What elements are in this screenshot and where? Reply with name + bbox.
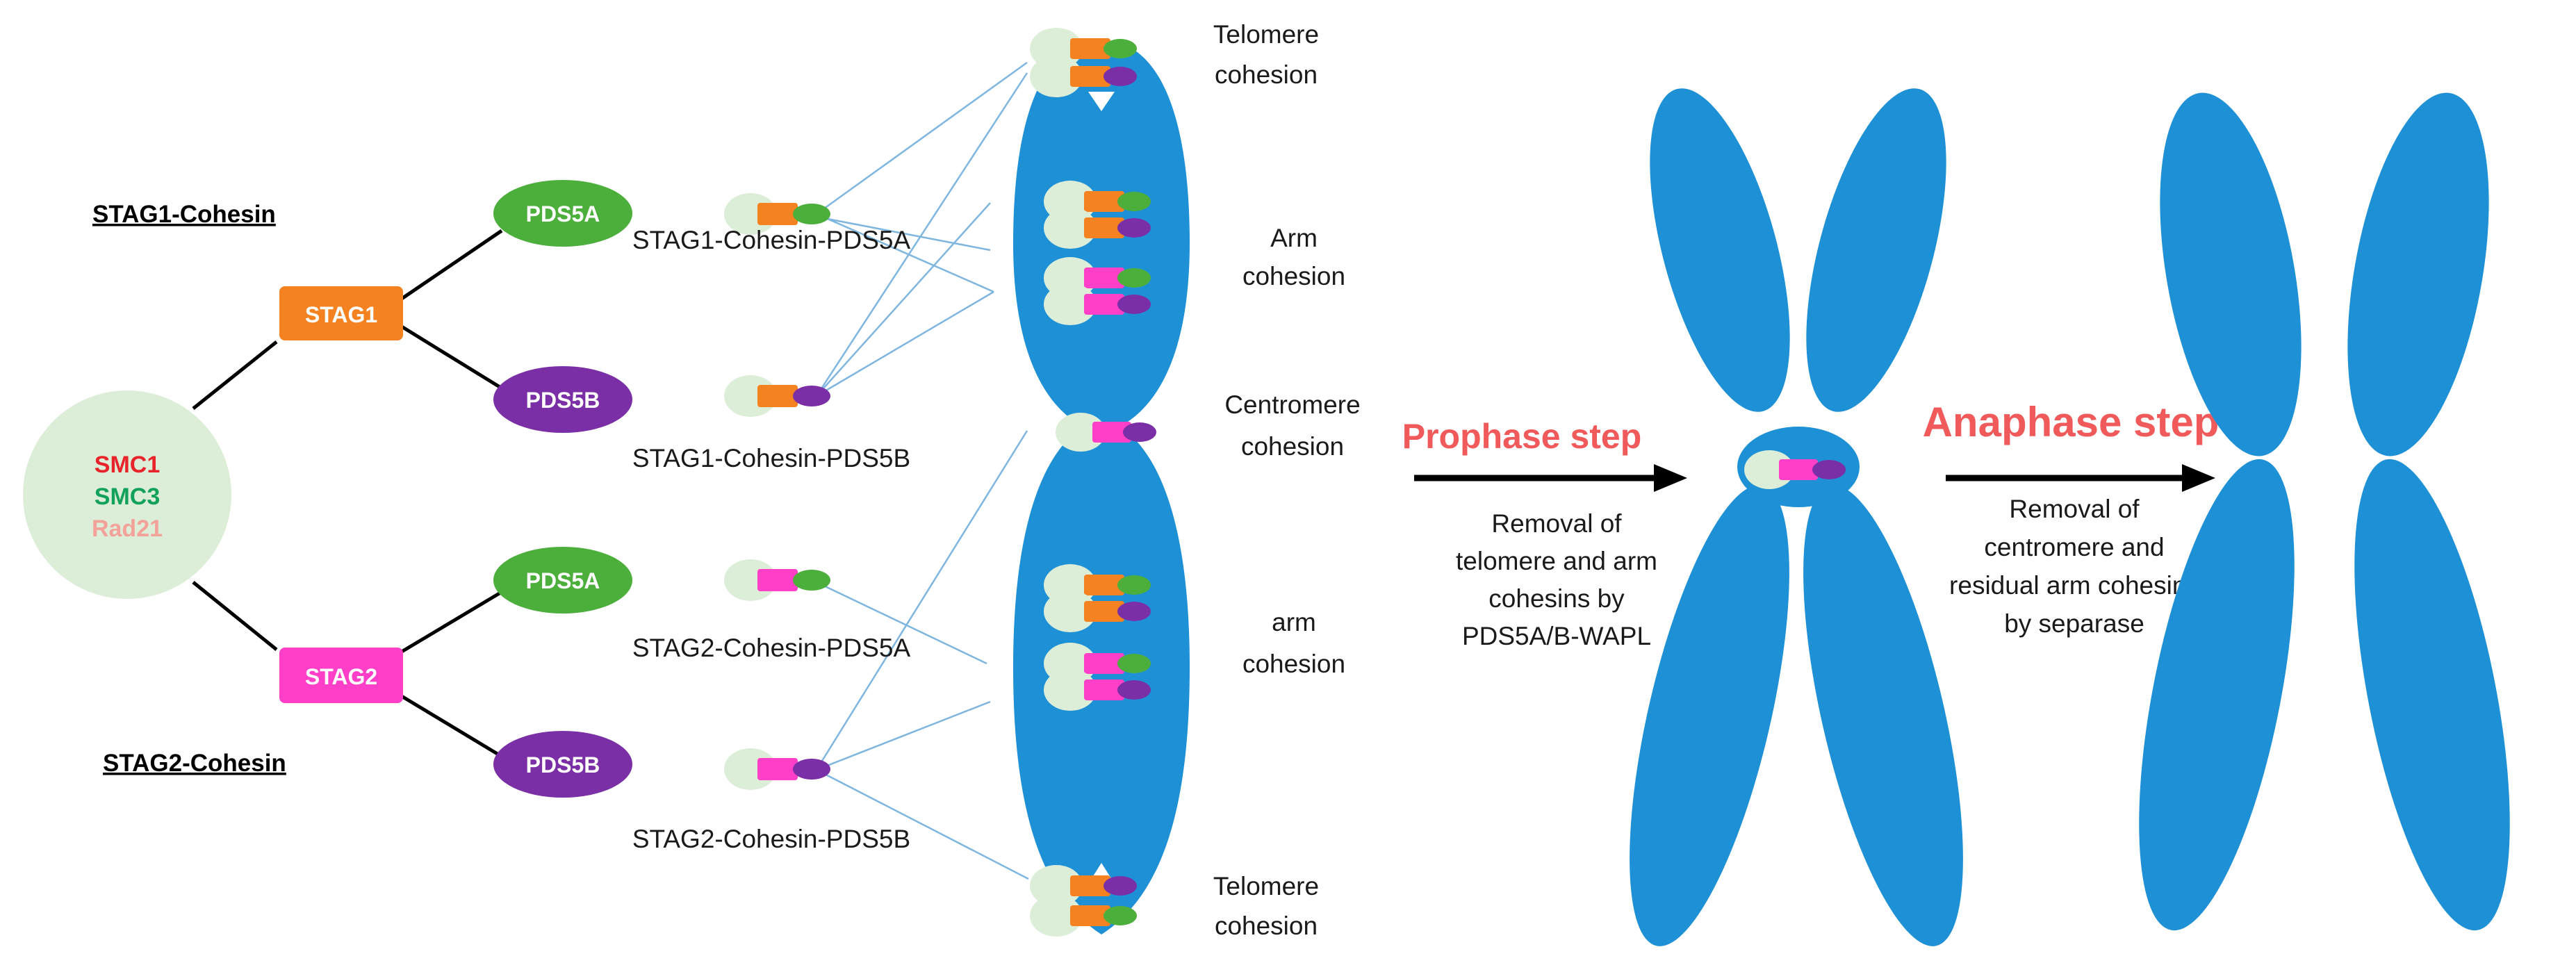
cohesin-core: SMC1 SMC3 Rad21	[23, 390, 231, 599]
chromosome-x-prophase	[1630, 88, 1963, 946]
smc3-label: SMC3	[95, 484, 160, 510]
label-stag1-cohesin-pds5b: STAG1-Cohesin-PDS5B	[632, 444, 910, 472]
anaphase-desc-2: centromere and	[1984, 533, 2164, 561]
label-arm-bottom-2: cohesion	[1242, 650, 1345, 678]
chromosome-lower-lobe	[1013, 417, 1190, 934]
pds5a-ellipse	[493, 547, 632, 613]
cohesin-centromere	[1056, 413, 1156, 452]
right-chromatid-lower	[2354, 459, 2510, 931]
prophase-desc-2: telomere and arm	[1456, 547, 1657, 575]
chromatid-upper-left	[1650, 88, 1790, 412]
label-arm-top-2: cohesion	[1242, 262, 1345, 290]
pds5b-ellipse	[493, 731, 632, 798]
label-centromere-1: Centromere	[1224, 390, 1360, 419]
label-stag1-cohesin-pds5a: STAG1-Cohesin-PDS5A	[632, 226, 911, 254]
anaphase-step: Anaphase step Removal of centromere and …	[1923, 399, 2220, 638]
complex-icon-stag2-pds5b	[724, 748, 830, 790]
prophase-desc-1: Removal of	[1491, 509, 1622, 538]
prophase-title: Prophase step	[1402, 417, 1642, 456]
prophase-desc-4: PDS5A/B-WAPL	[1462, 622, 1651, 650]
label-telomere-top-2: cohesion	[1215, 60, 1318, 89]
smc-core-circle	[23, 390, 231, 599]
cohesin-arm-top-stag1	[1044, 181, 1151, 249]
stag1-box	[279, 286, 403, 340]
pds5b-ellipse	[493, 366, 632, 433]
cohesin-arm-bottom-stag1	[1044, 564, 1151, 632]
hierarchy-connectors	[192, 229, 504, 759]
pds5b-label: PDS5B	[526, 388, 600, 413]
stag2-node: STAG2	[279, 648, 403, 703]
stag1-label: STAG1	[305, 302, 377, 327]
cohesin-arm-top-stag2	[1044, 257, 1151, 325]
label-arm-bottom-1: arm	[1272, 608, 1316, 636]
label-telomere-bottom-1: Telomere	[1213, 872, 1319, 900]
stag2-cohesin-heading: STAG2-Cohesin	[103, 750, 286, 777]
anaphase-title: Anaphase step	[1923, 399, 2220, 445]
left-chromatid-upper	[2160, 92, 2302, 456]
anaphase-desc-1: Removal of	[2009, 495, 2140, 523]
cohesin-arm-bottom-stag2	[1044, 643, 1151, 711]
label-stag2-cohesin-pds5a: STAG2-Cohesin-PDS5A	[632, 634, 911, 662]
label-centromere-2: cohesion	[1241, 432, 1344, 461]
pds5b-node-bottom: PDS5B	[493, 731, 632, 798]
stag1-cohesin-heading: STAG1-Cohesin	[92, 201, 276, 228]
cohesed-chromosome	[1013, 40, 1190, 934]
chromatid-upper-right	[1806, 88, 1946, 412]
prophase-step: Prophase step Removal of telomere and ar…	[1402, 417, 1687, 650]
cohesin-telomere-bottom	[1030, 865, 1137, 937]
rad21-label: Rad21	[92, 516, 163, 542]
complex-icon-stag2-pds5a	[724, 559, 830, 601]
pds5b-label: PDS5B	[526, 752, 600, 777]
smc1-label: SMC1	[95, 452, 160, 478]
pds5a-label: PDS5A	[526, 568, 600, 593]
left-chromatid-lower	[2139, 459, 2295, 931]
label-telomere-bottom-2: cohesion	[1215, 912, 1318, 940]
cohesin-telomere-top	[1030, 28, 1137, 97]
stag2-box	[279, 648, 403, 703]
anaphase-desc-3: residual arm cohesins	[1949, 571, 2199, 600]
anaphase-desc-4: by separase	[2004, 609, 2144, 638]
anaphase-arrow-head	[2182, 464, 2215, 492]
pds5b-node-top: PDS5B	[493, 366, 632, 433]
complex-icon-stag1-pds5a	[724, 193, 830, 235]
complex-connectors	[815, 61, 1029, 880]
stag2-label: STAG2	[305, 664, 377, 689]
pds5a-node-top: PDS5A	[493, 180, 632, 247]
label-stag2-cohesin-pds5b: STAG2-Cohesin-PDS5B	[632, 825, 910, 853]
stag1-node: STAG1	[279, 286, 403, 340]
right-chromatid-upper	[2347, 92, 2489, 456]
prophase-desc-3: cohesins by	[1488, 584, 1625, 613]
pds5a-label: PDS5A	[526, 201, 600, 226]
label-telomere-top-1: Telomere	[1213, 20, 1319, 49]
complex-icon-stag1-pds5b	[724, 375, 830, 417]
chromatid-lower-left	[1630, 485, 1789, 946]
label-arm-top-1: Arm	[1270, 224, 1318, 252]
region-labels: Telomere cohesion Arm cohesion Centromer…	[1213, 20, 1361, 940]
prophase-arrow-head	[1654, 464, 1687, 492]
pds5a-ellipse	[493, 180, 632, 247]
pds5a-node-bottom: PDS5A	[493, 547, 632, 613]
cohesin-centromere-remaining	[1744, 450, 1846, 489]
separated-chromatids	[2139, 92, 2510, 931]
chromatid-lower-right	[1803, 485, 1963, 946]
